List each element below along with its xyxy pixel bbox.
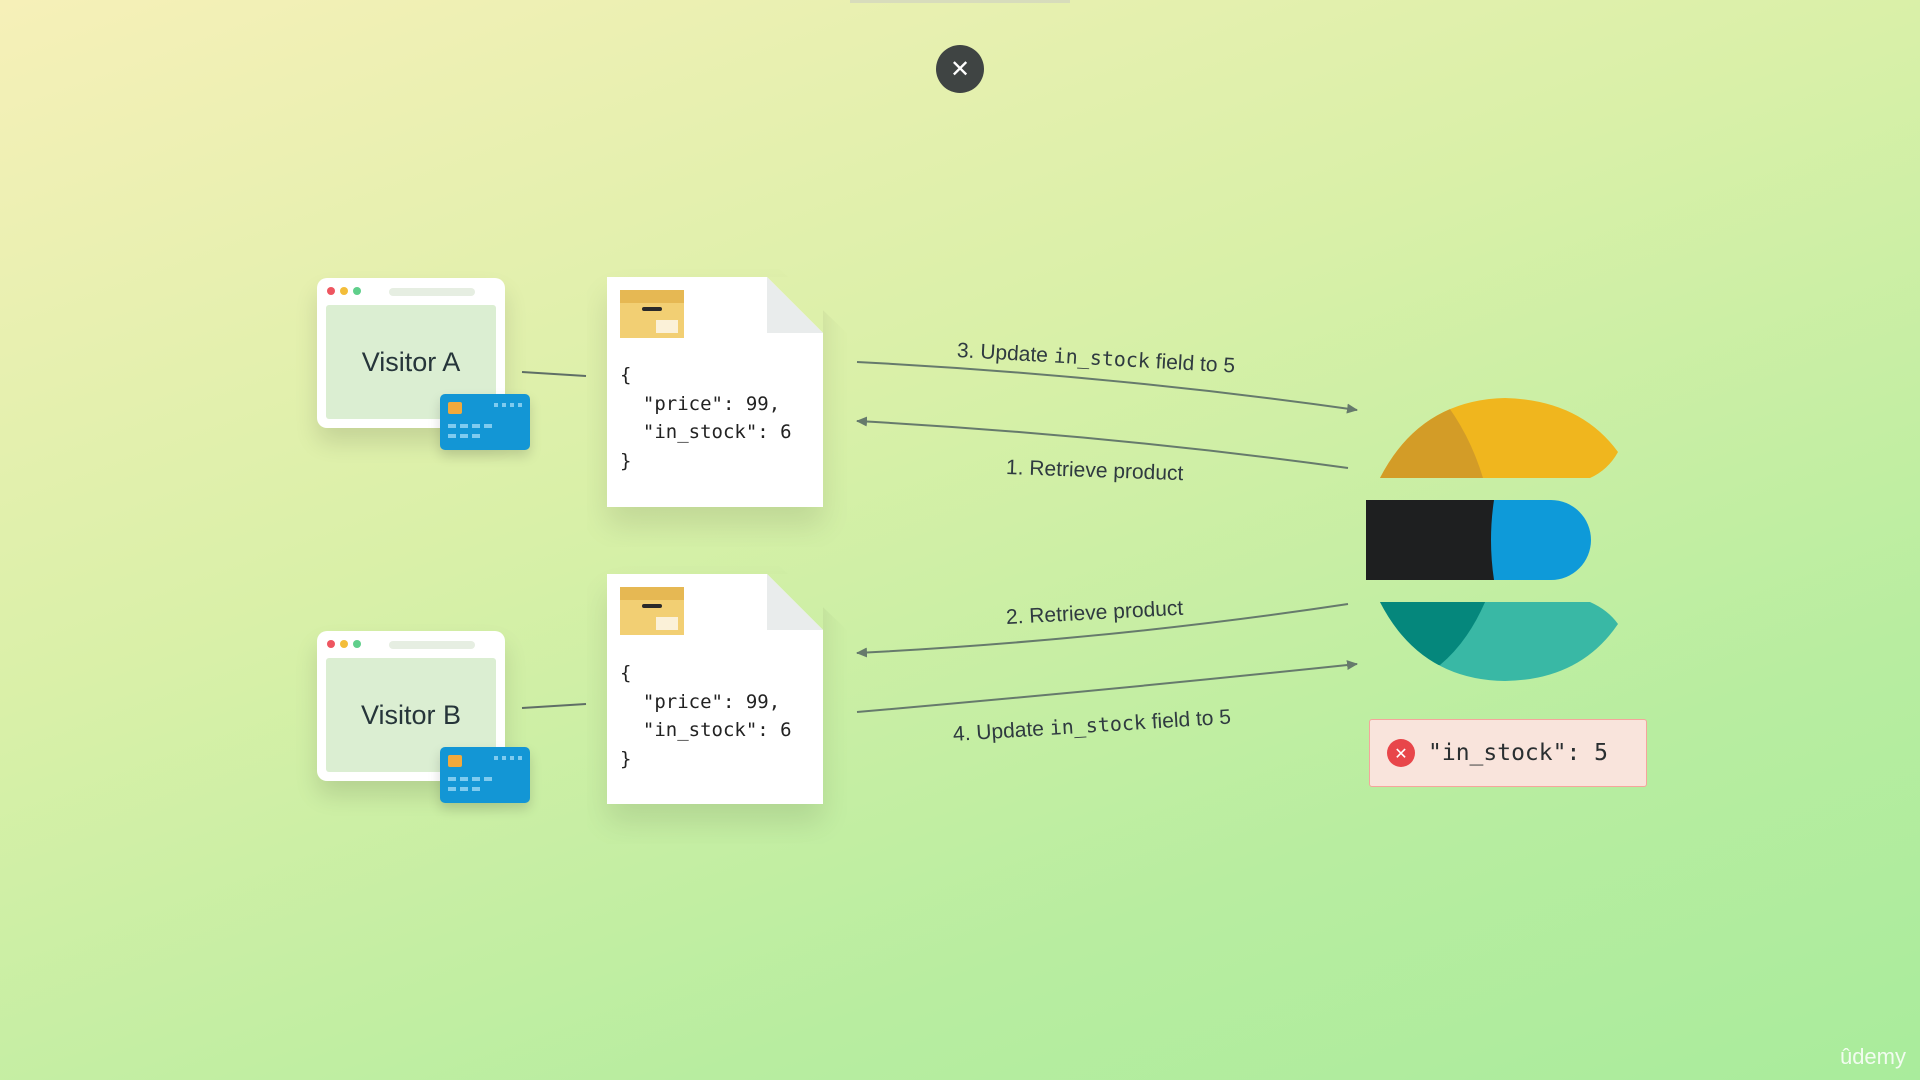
archive-box-icon bbox=[620, 290, 684, 338]
arrow-step3 bbox=[856, 361, 1358, 414]
url-bar bbox=[389, 641, 475, 649]
conflict-error-badge: ✕ "in_stock": 5 bbox=[1369, 719, 1647, 787]
document-a-json: { "price": 99, "in_stock": 6 } bbox=[620, 364, 792, 472]
url-bar bbox=[389, 288, 475, 296]
error-x-icon: ✕ bbox=[1387, 739, 1415, 767]
document-b-json: { "price": 99, "in_stock": 6 } bbox=[620, 662, 792, 770]
arrow-step2 bbox=[856, 603, 1349, 658]
error-text: "in_stock": 5 bbox=[1428, 740, 1609, 766]
udemy-watermark: ûdemy bbox=[1839, 1044, 1906, 1069]
credit-card-icon bbox=[440, 747, 530, 803]
connector-line-b bbox=[521, 703, 587, 709]
close-button[interactable]: ✕ bbox=[936, 45, 984, 93]
connector-line-a bbox=[521, 371, 587, 377]
close-icon: ✕ bbox=[949, 55, 971, 83]
arrow-step1 bbox=[856, 416, 1349, 469]
visitor-b-label: Visitor B bbox=[326, 658, 496, 772]
top-strip bbox=[850, 0, 1070, 3]
window-dots bbox=[327, 640, 361, 648]
archive-box-icon bbox=[620, 587, 684, 635]
window-dots bbox=[327, 287, 361, 295]
credit-card-icon bbox=[440, 394, 530, 450]
arrow-step4 bbox=[856, 660, 1358, 713]
visitor-b-browser: Visitor B bbox=[317, 631, 505, 781]
